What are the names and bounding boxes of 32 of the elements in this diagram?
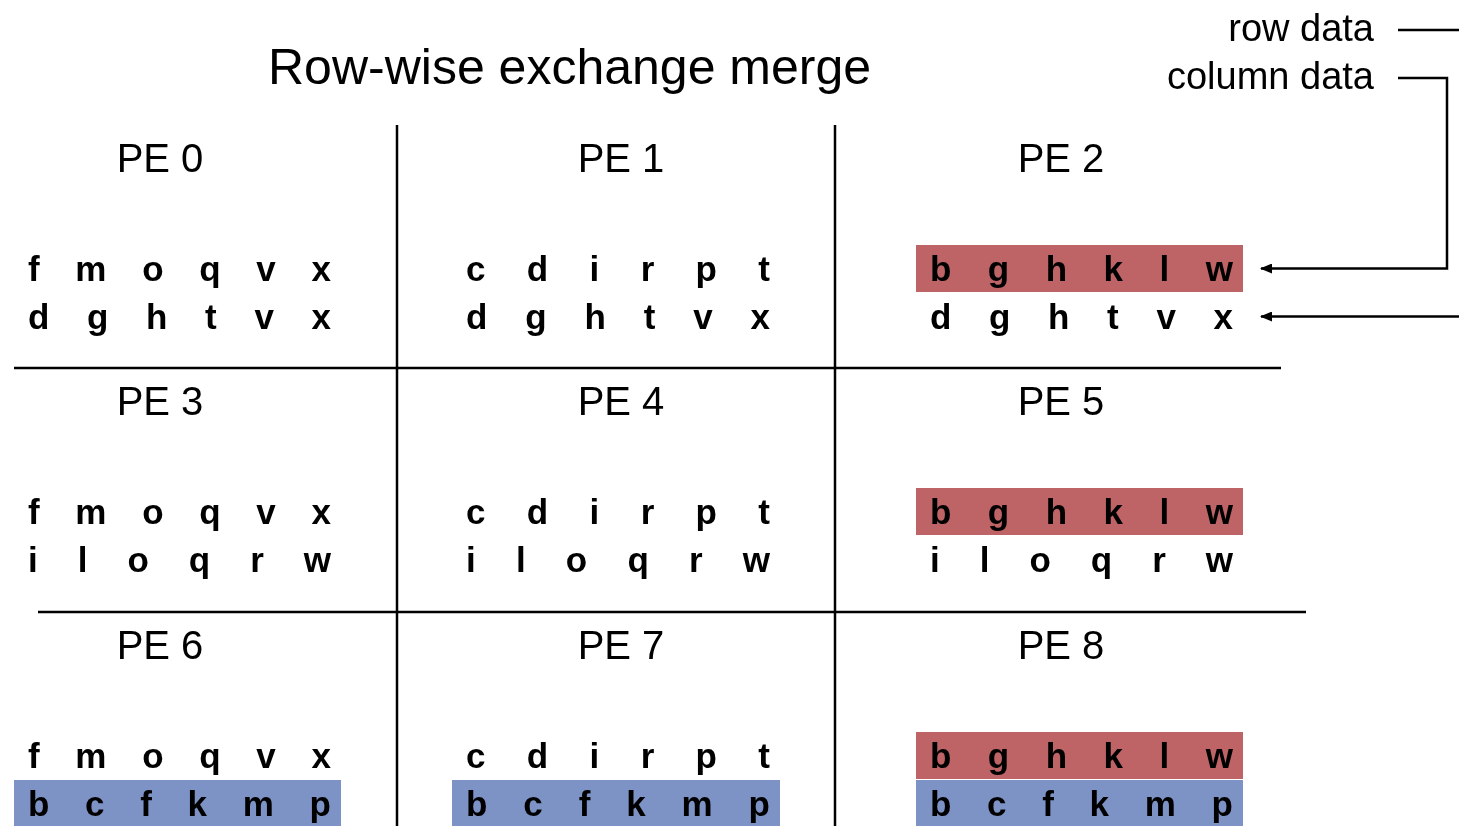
- letter-row: f m o q v x: [14, 732, 341, 779]
- letter-row: d g h t v x: [916, 293, 1243, 340]
- highlighted-row: b g h k l w: [916, 488, 1243, 535]
- data-label: column data: [1000, 54, 1374, 98]
- pe-label: PE 5: [1016, 379, 1106, 424]
- pe-label: PE 4: [576, 379, 666, 424]
- pe-label: PE 7: [576, 623, 666, 668]
- letter-row: f m o q v x: [14, 245, 341, 292]
- letter-row: c d i r p t: [452, 245, 780, 292]
- pe-label: PE 3: [115, 379, 205, 424]
- letter-row: f m o q v x: [14, 488, 341, 535]
- pe-label: PE 2: [1016, 136, 1106, 181]
- diagram-title: Row-wise exchange merge: [268, 38, 872, 96]
- highlighted-row: b c f k m p: [14, 780, 341, 826]
- pe-label: PE 6: [115, 623, 205, 668]
- letter-row: i l o q r w: [452, 536, 780, 583]
- data-label: row data: [1000, 6, 1374, 50]
- pe-label: PE 0: [115, 136, 205, 181]
- letter-row: i l o q r w: [916, 536, 1243, 583]
- connector-arrow: [1260, 311, 1459, 322]
- highlighted-row: b g h k l w: [916, 732, 1243, 779]
- pe-label: PE 1: [576, 136, 666, 181]
- highlighted-row: b c f k m p: [452, 780, 780, 826]
- highlighted-row: b g h k l w: [916, 245, 1243, 292]
- letter-row: c d i r p t: [452, 488, 780, 535]
- connector-arrow: [1260, 76, 1449, 274]
- letter-row: c d i r p t: [452, 732, 780, 779]
- letter-row: d g h t v x: [452, 293, 780, 340]
- letter-row: d g h t v x: [14, 293, 341, 340]
- pe-label: PE 8: [1016, 623, 1106, 668]
- highlighted-row: b c f k m p: [916, 780, 1243, 826]
- letter-row: i l o q r w: [14, 536, 341, 583]
